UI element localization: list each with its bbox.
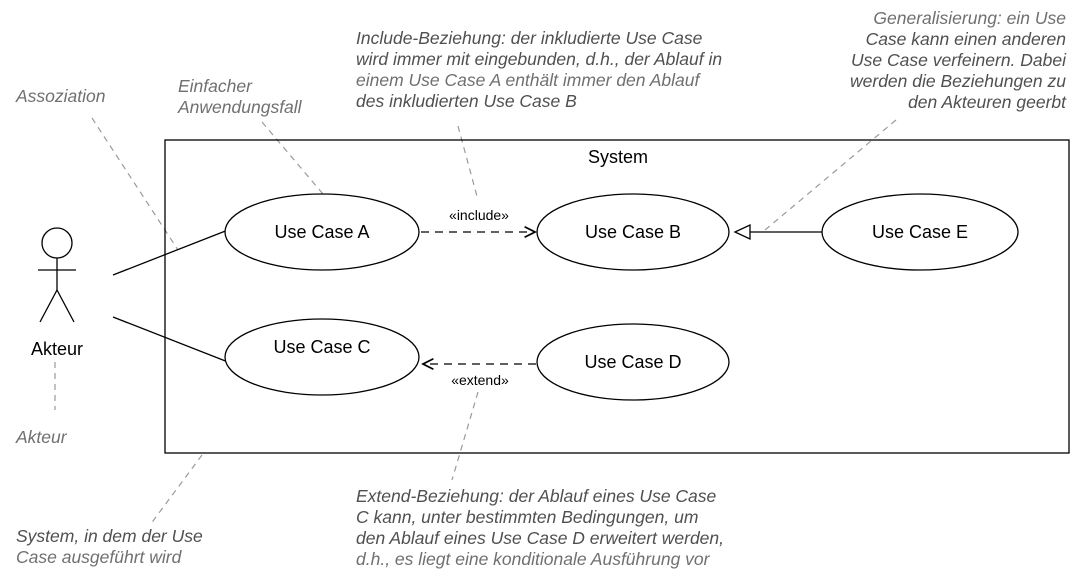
assoziation-leader — [91, 117, 179, 251]
include-stereotype: «include» — [449, 207, 509, 223]
generalisierung-line-5: den Akteuren geerbt — [908, 92, 1066, 112]
system-note-line-1: System, in dem der Use — [16, 526, 203, 546]
generalisierung-line-4: werden die Beziehungen zu — [850, 71, 1066, 91]
extend-leader — [451, 391, 479, 481]
assoziation-note: Assoziation — [16, 86, 106, 107]
system-label: System — [588, 147, 648, 167]
assoziation-text: Assoziation — [16, 86, 106, 106]
extend-line-3: den Ablauf eines Use Case D erweitert we… — [356, 528, 725, 548]
system-boundary — [164, 139, 1070, 454]
extend-note: Extend-Beziehung: der Ablauf eines Use C… — [356, 486, 724, 570]
akteur-note: Akteur — [16, 427, 67, 448]
use-case-a[interactable] — [224, 193, 420, 271]
extend-stereotype: «extend» — [451, 372, 509, 388]
extend-line-1: Extend-Beziehung: der Ablauf eines Use C… — [356, 486, 717, 506]
einfacher-line-2: Anwendungsfall — [178, 97, 302, 117]
akteur-note-text: Akteur — [16, 427, 67, 447]
system-note: System, in dem der Use Case ausgeführt w… — [16, 526, 203, 568]
generalization-arrowhead — [733, 223, 751, 241]
include-line-1: Include-Beziehung: der inkludierte Use C… — [356, 28, 703, 48]
extend-line-4: d.h., es liegt eine konditionale Ausführ… — [356, 549, 710, 569]
system-note-line-2: Case ausgeführt wird — [16, 547, 182, 567]
use-case-e-label: Use Case E — [872, 222, 968, 242]
use-case-a-label: Use Case A — [274, 222, 369, 242]
include-line-3: einem Use Case A enthält immer den Ablau… — [356, 70, 700, 90]
use-case-c-label: Use Case C — [273, 337, 370, 357]
system-leader — [149, 454, 203, 526]
einfacher-anwendungsfall-note: Einfacher Anwendungsfall — [178, 76, 302, 118]
include-leader — [457, 125, 479, 201]
use-case-d-label: Use Case D — [584, 352, 681, 372]
association-a — [112, 229, 229, 276]
generalisierung-line-3: Use Case verfeinern. Dabei — [851, 50, 1066, 70]
generalisierung-line-1: Generalisierung: ein Use — [873, 8, 1066, 28]
include-note: Include-Beziehung: der inkludierte Use C… — [356, 28, 722, 112]
anwendungsfall-leader — [261, 121, 324, 195]
extend-line-2: C kann, unter bestimmten Bedingungen, um — [356, 507, 699, 527]
association-c — [112, 316, 229, 363]
actor-figure — [38, 227, 76, 323]
use-case-c[interactable] — [224, 318, 420, 396]
actor-label: Akteur — [31, 339, 83, 359]
use-case-d[interactable] — [536, 323, 730, 401]
generalisierung-line-2: Case kann einen anderen — [865, 29, 1066, 49]
einfacher-line-1: Einfacher — [178, 76, 252, 96]
use-case-b[interactable] — [536, 193, 730, 271]
generalisierung-note: Generalisierung: ein Use Case kann einen… — [850, 8, 1066, 113]
use-case-b-label: Use Case B — [585, 222, 681, 242]
include-line-2: wird immer mit eingebunden, d.h., der Ab… — [356, 49, 723, 69]
include-line-4: des inkludierten Use Case B — [356, 91, 577, 111]
